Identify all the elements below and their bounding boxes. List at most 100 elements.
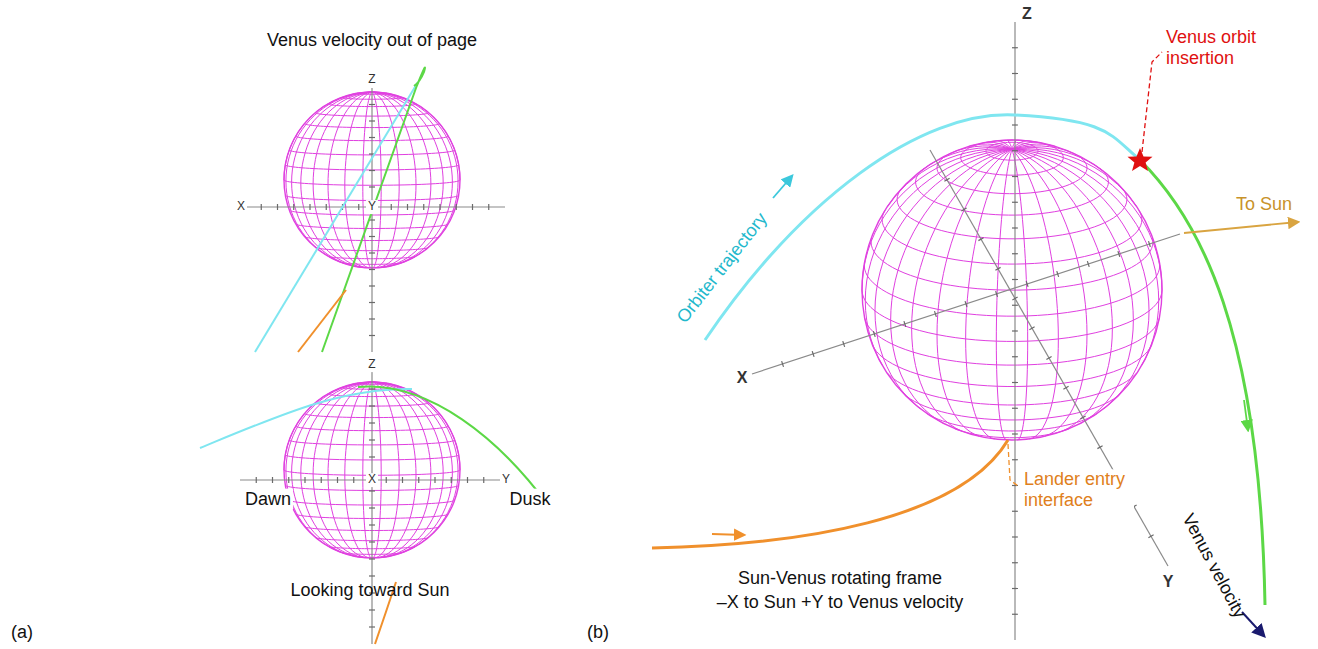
- axis-ticks: [256, 48, 1153, 627]
- leader-line: [1142, 52, 1162, 152]
- grid-line: [937, 153, 1087, 194]
- grid-line: [951, 146, 1133, 320]
- axis-tick: [1012, 99, 1018, 100]
- axis-tick: [337, 477, 338, 483]
- axis-tick: [369, 626, 375, 627]
- axis-tick: [1012, 227, 1018, 228]
- grid-line: [328, 382, 374, 475]
- axis-tick: [369, 575, 375, 576]
- axis-label: Z: [366, 358, 377, 372]
- axis-tick: [1012, 305, 1018, 306]
- direction-label: To Sun: [1236, 194, 1292, 215]
- orbit-trajectory: [322, 68, 425, 352]
- grid-line: [345, 92, 373, 185]
- grid-line: [996, 140, 1017, 341]
- axis-tick: [1012, 614, 1018, 615]
- grid-line: [301, 92, 375, 183]
- axis-tick: [1087, 261, 1089, 267]
- axis-tick: [1118, 251, 1120, 257]
- grid-line: [345, 475, 369, 558]
- axis-tick: [1012, 47, 1018, 48]
- grid-line: [998, 141, 1059, 339]
- axis-tick: [782, 361, 784, 367]
- view-note: Looking toward Sun: [290, 580, 449, 601]
- direction-arrow: [712, 534, 744, 535]
- axis-tick: [1012, 124, 1018, 125]
- grid-line: [286, 382, 393, 471]
- axis-tick: [288, 477, 289, 483]
- axis-tick: [369, 236, 375, 237]
- axis-tick: [369, 120, 375, 121]
- axis-tick: [358, 204, 359, 210]
- grid-line: [875, 311, 920, 409]
- axis-label: Y: [366, 200, 378, 214]
- axis-tick: [1012, 433, 1018, 434]
- grid-line: [378, 474, 431, 558]
- axis-tick: [944, 178, 949, 181]
- grid-line: [286, 92, 393, 181]
- insertion-star: [1128, 148, 1153, 171]
- axis-tick: [261, 204, 262, 210]
- grid-line: [371, 382, 399, 475]
- lander-trajectory: [652, 440, 1008, 548]
- axis-tick: [256, 477, 257, 483]
- axis-tick: [369, 609, 375, 610]
- grid-line: [363, 382, 373, 475]
- axis-tick: [904, 321, 906, 327]
- axis-tick: [369, 285, 375, 286]
- axis-tick: [451, 477, 452, 483]
- sun-direction-arrow: [1184, 222, 1298, 233]
- direction-arrow: [773, 176, 792, 198]
- axis-tick: [961, 208, 966, 211]
- grid-line: [966, 339, 995, 439]
- x-axis: [752, 234, 1180, 374]
- axis-tick: [369, 335, 375, 336]
- grid-line: [872, 345, 1151, 387]
- event-label: Lander entry interface: [1022, 469, 1134, 510]
- grid-line: [882, 210, 1142, 264]
- grid-line: [1104, 311, 1149, 409]
- grid-line: [1007, 140, 1028, 341]
- axis-tick: [1012, 408, 1018, 409]
- grid-line: [375, 185, 399, 268]
- axis-tick: [873, 331, 875, 337]
- grid-line: [897, 189, 1127, 239]
- axis-tick: [1057, 271, 1059, 277]
- axis-tick: [1148, 535, 1153, 538]
- grid-line: [370, 382, 416, 475]
- axis-tick: [353, 477, 354, 483]
- view-note: Venus velocity out of page: [267, 30, 477, 51]
- axis-tick: [812, 351, 814, 357]
- axis-tick: [369, 541, 375, 542]
- axis-tick: [1012, 459, 1018, 460]
- axis-tick: [407, 204, 408, 210]
- grid-line: [301, 183, 365, 268]
- axis-tick: [369, 558, 375, 559]
- axis-tick: [483, 477, 484, 483]
- axis-tick: [439, 204, 440, 210]
- grid-line: [966, 141, 1027, 339]
- axis-tick: [369, 302, 375, 303]
- axis-label: X: [235, 200, 247, 214]
- grid-line: [313, 184, 366, 268]
- panel-label: (a): [11, 622, 33, 643]
- axis-tick: [369, 456, 375, 457]
- axis-tick: [1097, 446, 1102, 449]
- axis-tick: [996, 291, 998, 297]
- grid-line: [904, 394, 1120, 420]
- grid-line: [372, 92, 382, 185]
- grid-line: [370, 92, 431, 184]
- trajectory-label: Orbiter trajectory: [673, 209, 772, 327]
- axis-tick: [1012, 536, 1018, 537]
- axis-tick: [369, 439, 375, 440]
- grid-line: [378, 184, 431, 268]
- grid-line: [920, 148, 1149, 311]
- axis-label: Z: [366, 73, 377, 87]
- axis-tick: [277, 204, 278, 210]
- axis-tick: [1012, 330, 1018, 331]
- sphere-wireframe: [862, 140, 1162, 440]
- axis-tick: [1012, 511, 1018, 512]
- axis-tick: [423, 204, 424, 210]
- axis-tick: [456, 204, 457, 210]
- grid-line: [313, 474, 366, 558]
